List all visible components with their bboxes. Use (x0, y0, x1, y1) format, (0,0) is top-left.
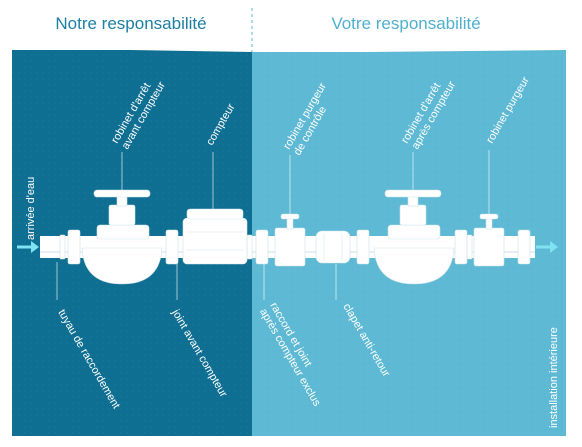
leader-lines (56, 150, 490, 300)
pipe-assembly (40, 189, 535, 285)
check-valve-icon (315, 230, 351, 264)
purge-valve-icon (473, 213, 505, 267)
fitting-3 (255, 229, 269, 265)
stop-valve-before-icon (81, 189, 163, 285)
purge-valve-control-icon (274, 213, 306, 267)
label-water-in: arrivée d'eau (25, 177, 37, 240)
fitting-6 (517, 229, 531, 265)
fitting-5 (454, 229, 468, 265)
label-indoor: installation intérieure (548, 327, 560, 428)
right-title: Votre responsabilité (331, 14, 480, 33)
water-out-arrow-icon (536, 241, 558, 253)
fitting-1 (67, 229, 81, 265)
ring-2 (246, 234, 253, 260)
stop-valve-after-icon (373, 189, 455, 285)
water-meter-icon (182, 208, 248, 265)
ring-3 (466, 234, 473, 260)
ring-1 (59, 234, 66, 260)
fitting-4 (356, 229, 370, 265)
fitting-2 (165, 229, 179, 265)
left-title: Notre responsabilité (55, 14, 206, 33)
water-in-arrow-icon (17, 241, 39, 253)
